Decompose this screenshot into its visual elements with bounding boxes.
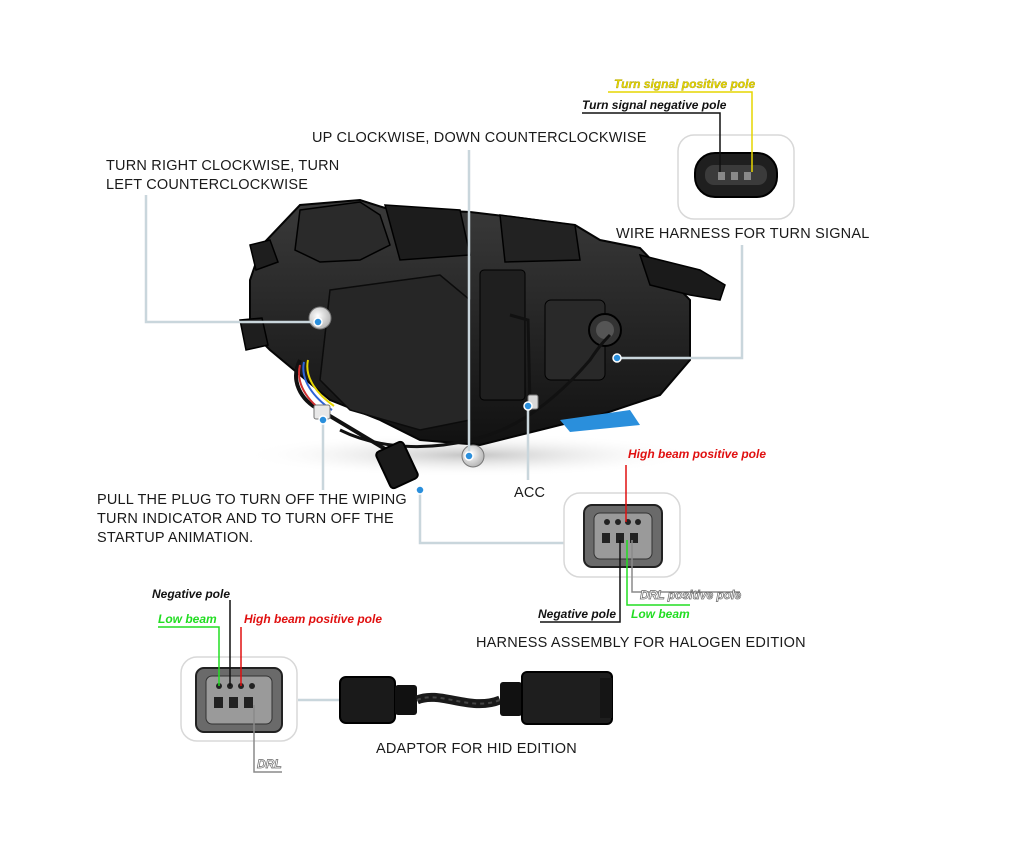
turn-signal-positive-label: Turn signal positive pole bbox=[614, 77, 755, 91]
hid-adaptor-cable bbox=[339, 671, 613, 725]
hid-adaptor-caption: ADAPTOR FOR HID EDITION bbox=[376, 741, 577, 757]
headlight-assembly bbox=[239, 198, 726, 490]
hid-high-beam-label: High beam positive pole bbox=[244, 612, 382, 626]
acc-caption: ACC bbox=[514, 485, 545, 501]
leader-points bbox=[313, 317, 622, 495]
rotate-horizontal-caption: TURN RIGHT CLOCKWISE, TURN LEFT COUNTERC… bbox=[106, 158, 344, 193]
hid-connector-box bbox=[158, 600, 298, 773]
turn-signal-connector-box bbox=[582, 91, 795, 220]
halogen-low-beam-label: Low beam bbox=[631, 607, 690, 621]
halogen-high-beam-label: High beam positive pole bbox=[628, 447, 766, 461]
leader-lines bbox=[144, 150, 744, 702]
turn-signal-negative-label: Turn signal negative pole bbox=[582, 98, 727, 112]
hid-drl-label: DRL bbox=[257, 757, 282, 771]
hid-low-beam-label: Low beam bbox=[158, 612, 217, 626]
pull-plug-caption: PULL THE PLUG TO TURN OFF THE WIPING TUR… bbox=[97, 492, 411, 546]
rotate-vertical-caption: UP CLOCKWISE, DOWN COUNTERCLOCKWISE bbox=[312, 130, 647, 146]
hid-negative-label: Negative pole bbox=[152, 587, 230, 601]
turn-signal-harness-caption: WIRE HARNESS FOR TURN SIGNAL bbox=[616, 226, 869, 242]
halogen-harness-caption: HARNESS ASSEMBLY FOR HALOGEN EDITION bbox=[476, 635, 806, 651]
halogen-connector-box bbox=[540, 465, 740, 623]
halogen-drl-label: DRL positive pole bbox=[640, 588, 741, 602]
halogen-negative-label: Negative pole bbox=[538, 607, 616, 621]
